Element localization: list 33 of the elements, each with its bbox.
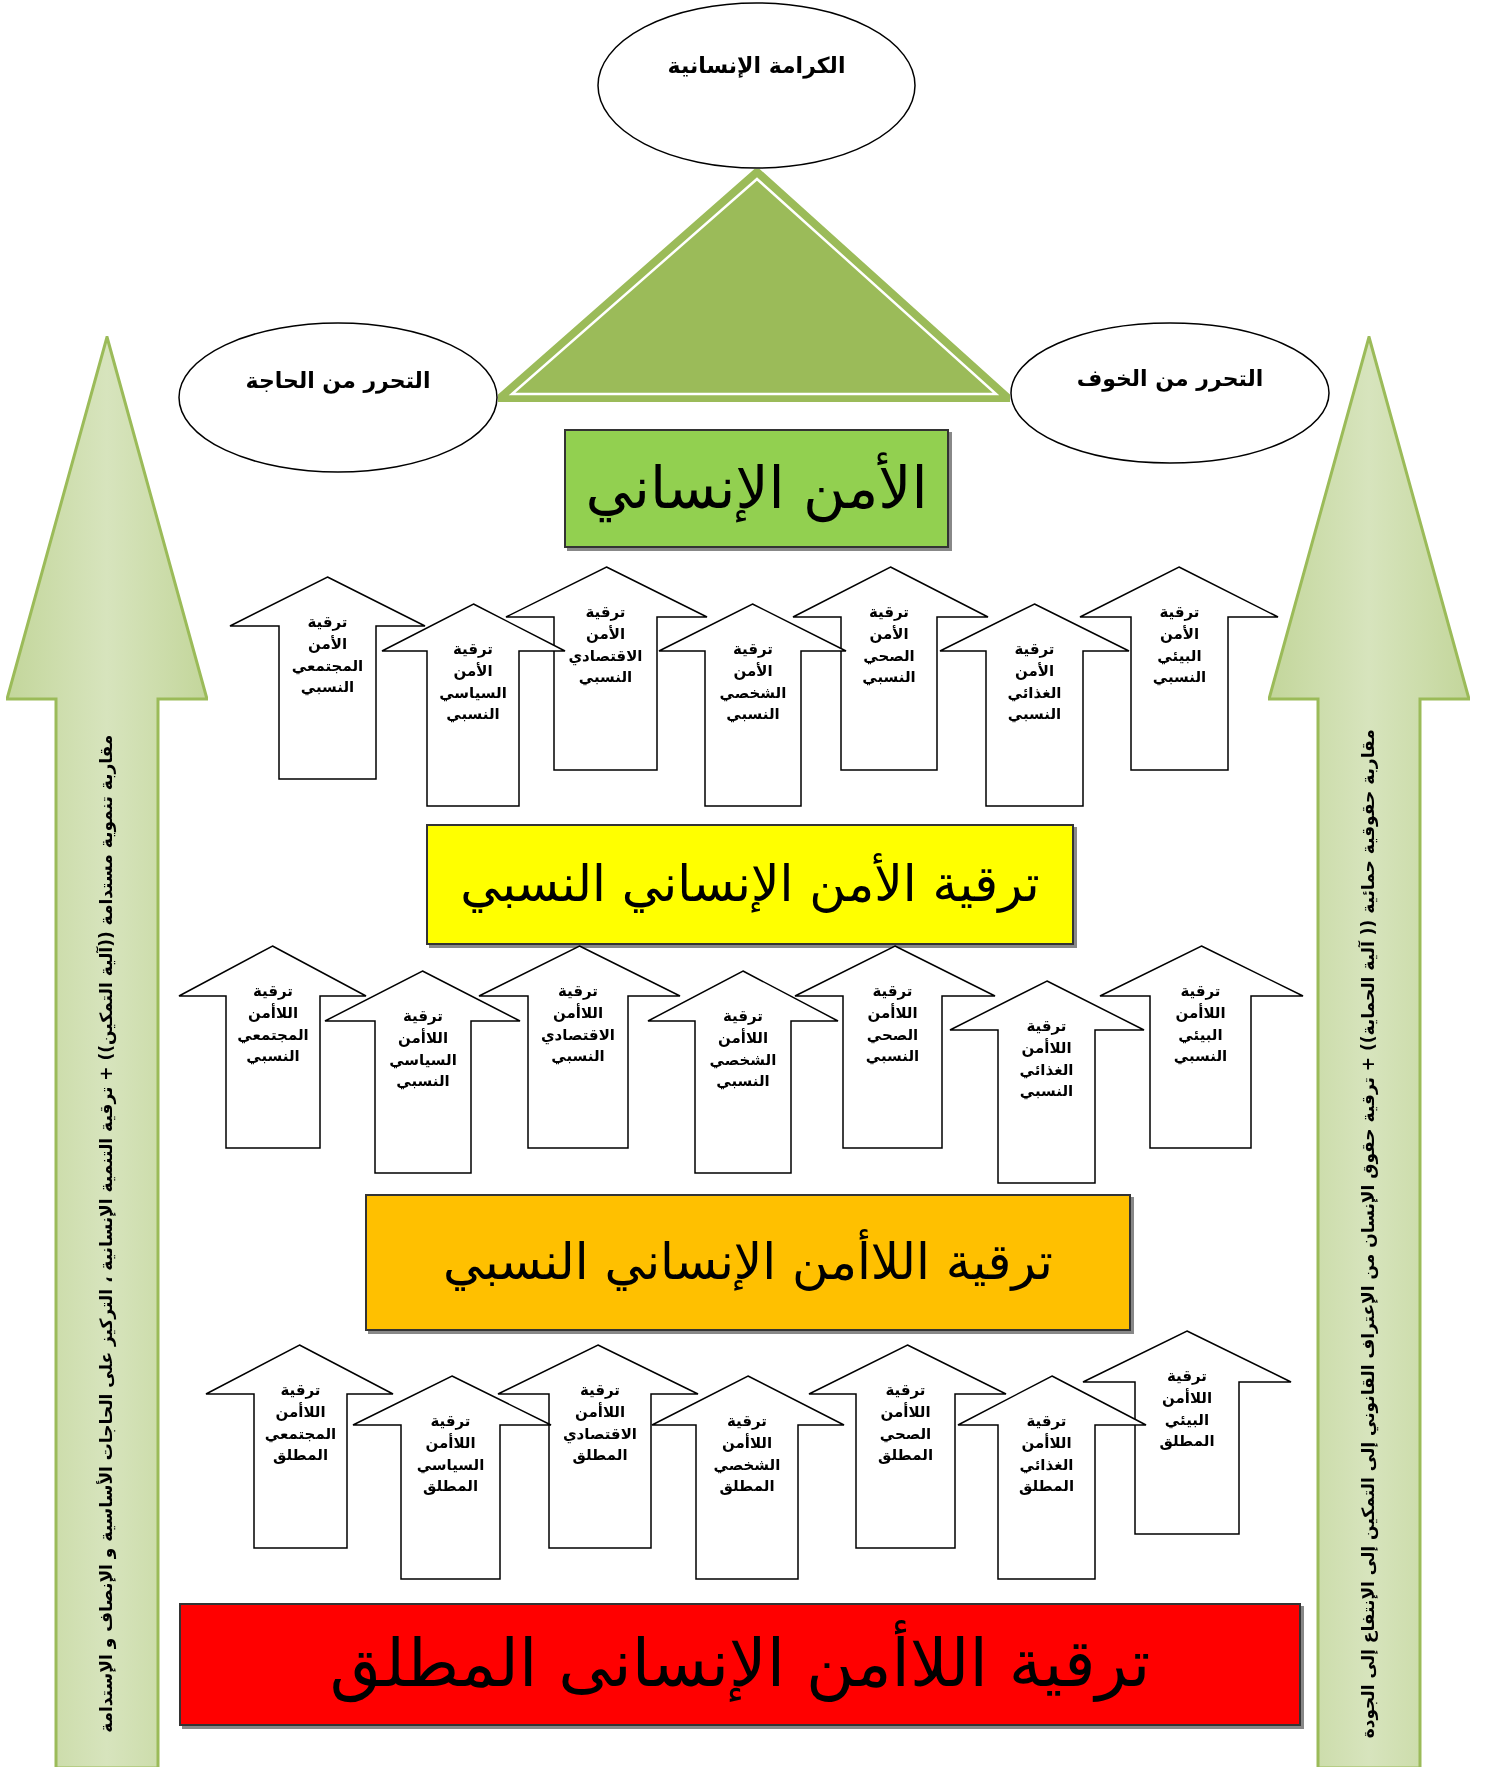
vertical-label: مقاربة حقوقية حمائية (( آلية الحماية)) + ترقية حقوق الإنسان من الإعتراف القانوني إلى التمكين إلى الإنتفاع إلى الجودة: [1357, 729, 1380, 1739]
arrow-label: ترقية اللاأمن المجتمعي المطلق: [263, 1380, 338, 1467]
arrow-label: ترقية اللاأمن السياسي المطلق: [415, 1411, 486, 1498]
title-band: [179, 1603, 1301, 1726]
arrow-label: ترقية الأمن الصحي النسبي: [861, 602, 917, 689]
ellipse-label: التحرر من الخوف: [1076, 364, 1264, 394]
arrow-label: ترقية الأمن الشخصي النسبي: [718, 639, 788, 726]
arrow-label: ترقية الأمن البيئي النسبي: [1151, 602, 1208, 689]
band-title: ترقية الأمن الإنساني النسبي: [460, 853, 1040, 916]
arrow-label: ترقية اللاأمن البيئي النسبي: [1172, 981, 1229, 1068]
arrow-label: ترقية الأمن الغذائي النسبي: [1006, 639, 1063, 726]
arrow-label: ترقية اللاأمن الغذائي النسبي: [1018, 1016, 1075, 1103]
arrow-label: ترقية اللاأمن الصحي المطلق: [876, 1380, 935, 1467]
arrow-label: ترقية اللاأمن الشخصي المطلق: [712, 1411, 782, 1498]
arrow-label: ترقية اللاأمن الاقتصادي النسبي: [541, 981, 615, 1068]
arrow-label: ترقية الأمن الاقتصادي النسبي: [568, 602, 643, 689]
arrow-label: ترقية اللاأمن البيئي المطلق: [1158, 1366, 1216, 1453]
title-band: [365, 1194, 1131, 1331]
arrow-label: ترقية اللاأمن الغذائي المطلق: [1017, 1411, 1076, 1498]
ellipse-label: التحرر من الحاجة: [245, 367, 431, 396]
arrow-label: ترقية اللاأمن السياسي النسبي: [388, 1006, 458, 1093]
title-band: [564, 429, 949, 548]
arrow-label: ترقية اللاأمن الاقتصادي المطلق: [563, 1380, 637, 1467]
band-title: الأمن الإنساني: [585, 452, 928, 525]
arrow-label: ترقية الأمن السياسي النسبي: [438, 639, 508, 726]
arrow-label: ترقية اللاأمن الصحي النسبي: [864, 981, 921, 1068]
vertical-label: مقاربة تنموية مستدامة ((آلية التمكين)) + ترقية التنمية الإنسانية ، التركيز على الحاجات الأساسية و الإنصاف و الإستدامة: [95, 734, 118, 1734]
arrow-label: ترقية اللاأمن الشخصي النسبي: [708, 1006, 778, 1093]
title-band: [426, 824, 1074, 945]
arrow-label: ترقية الأمن المجتمعي النسبي: [290, 612, 365, 699]
ellipse-label: الكرامة الإنسانية: [667, 51, 846, 81]
band-title: ترقية اللاأمن الإنساني النسبي: [443, 1231, 1053, 1294]
arrow-label: ترقية اللاأمن المجتمعي النسبي: [236, 981, 310, 1068]
